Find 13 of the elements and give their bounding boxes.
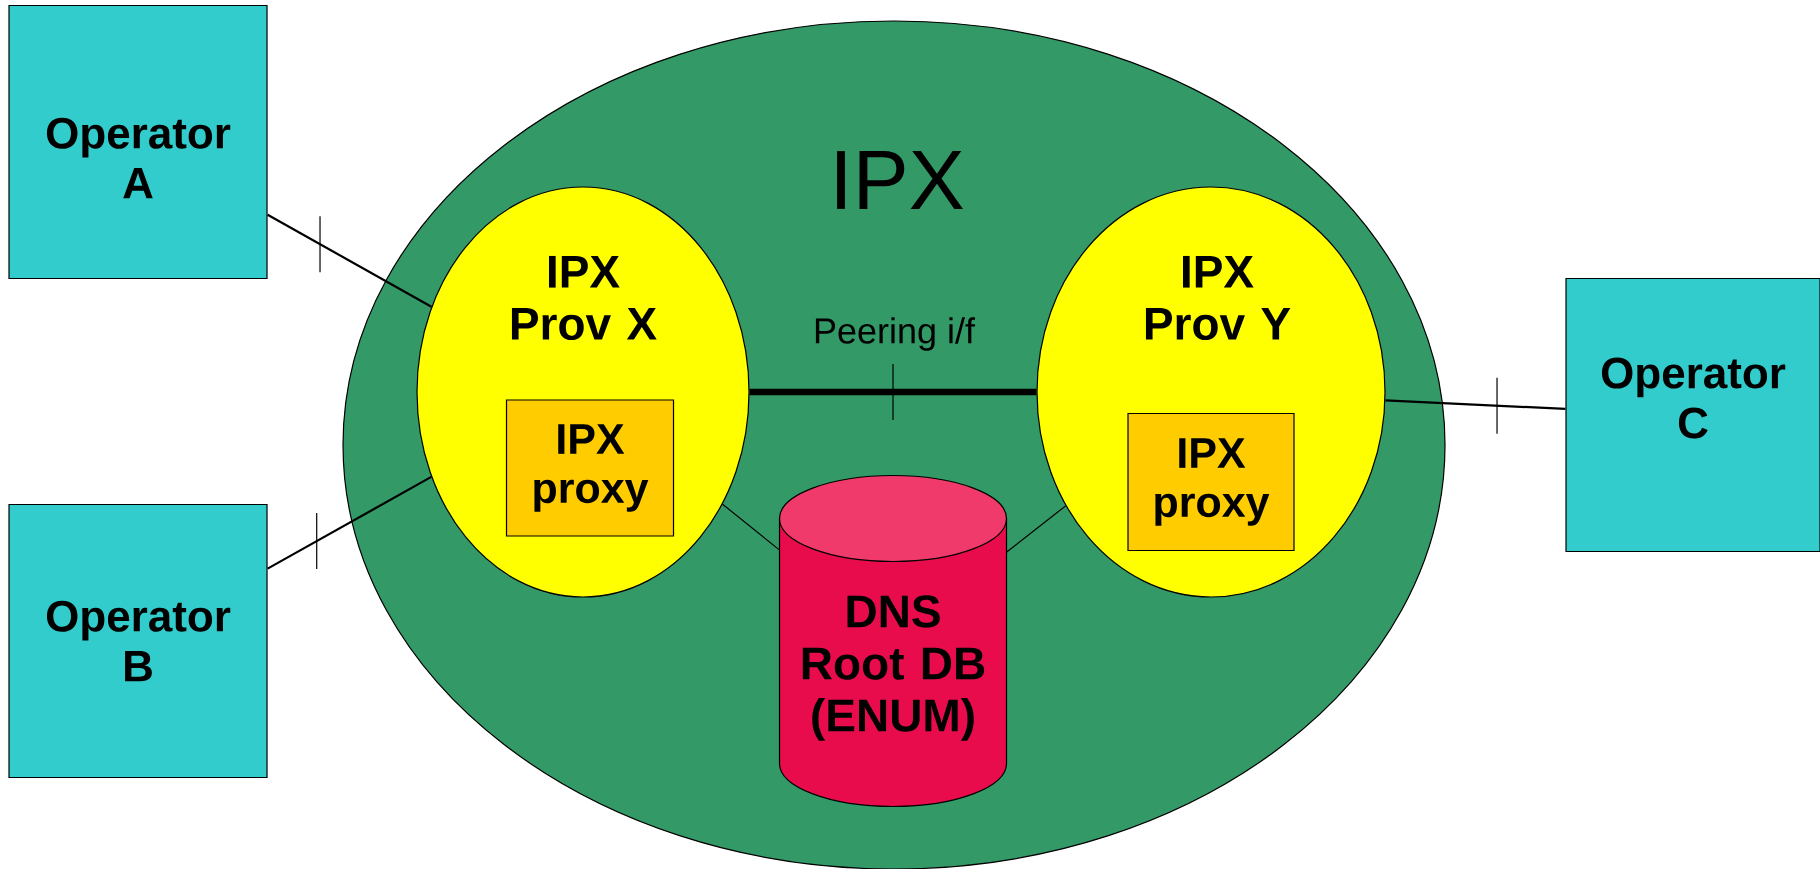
connector-line — [749, 363, 1037, 421]
connector-line — [267, 475, 432, 570]
operator-box: Operator B — [8, 503, 268, 779]
edge-label: Peering i/f — [810, 315, 978, 353]
proxy-box: IPX proxy — [1127, 412, 1295, 552]
proxy-box: IPX proxy — [505, 399, 675, 537]
connector-line — [1006, 505, 1067, 553]
operator-box: Operator A — [8, 4, 268, 280]
connector-line — [722, 503, 780, 551]
connector-line — [1385, 377, 1566, 435]
connector-line — [267, 213, 432, 308]
operator-box: Operator C — [1565, 277, 1820, 553]
database-cylinder: DNS Root DB (ENUM) — [778, 474, 1008, 808]
